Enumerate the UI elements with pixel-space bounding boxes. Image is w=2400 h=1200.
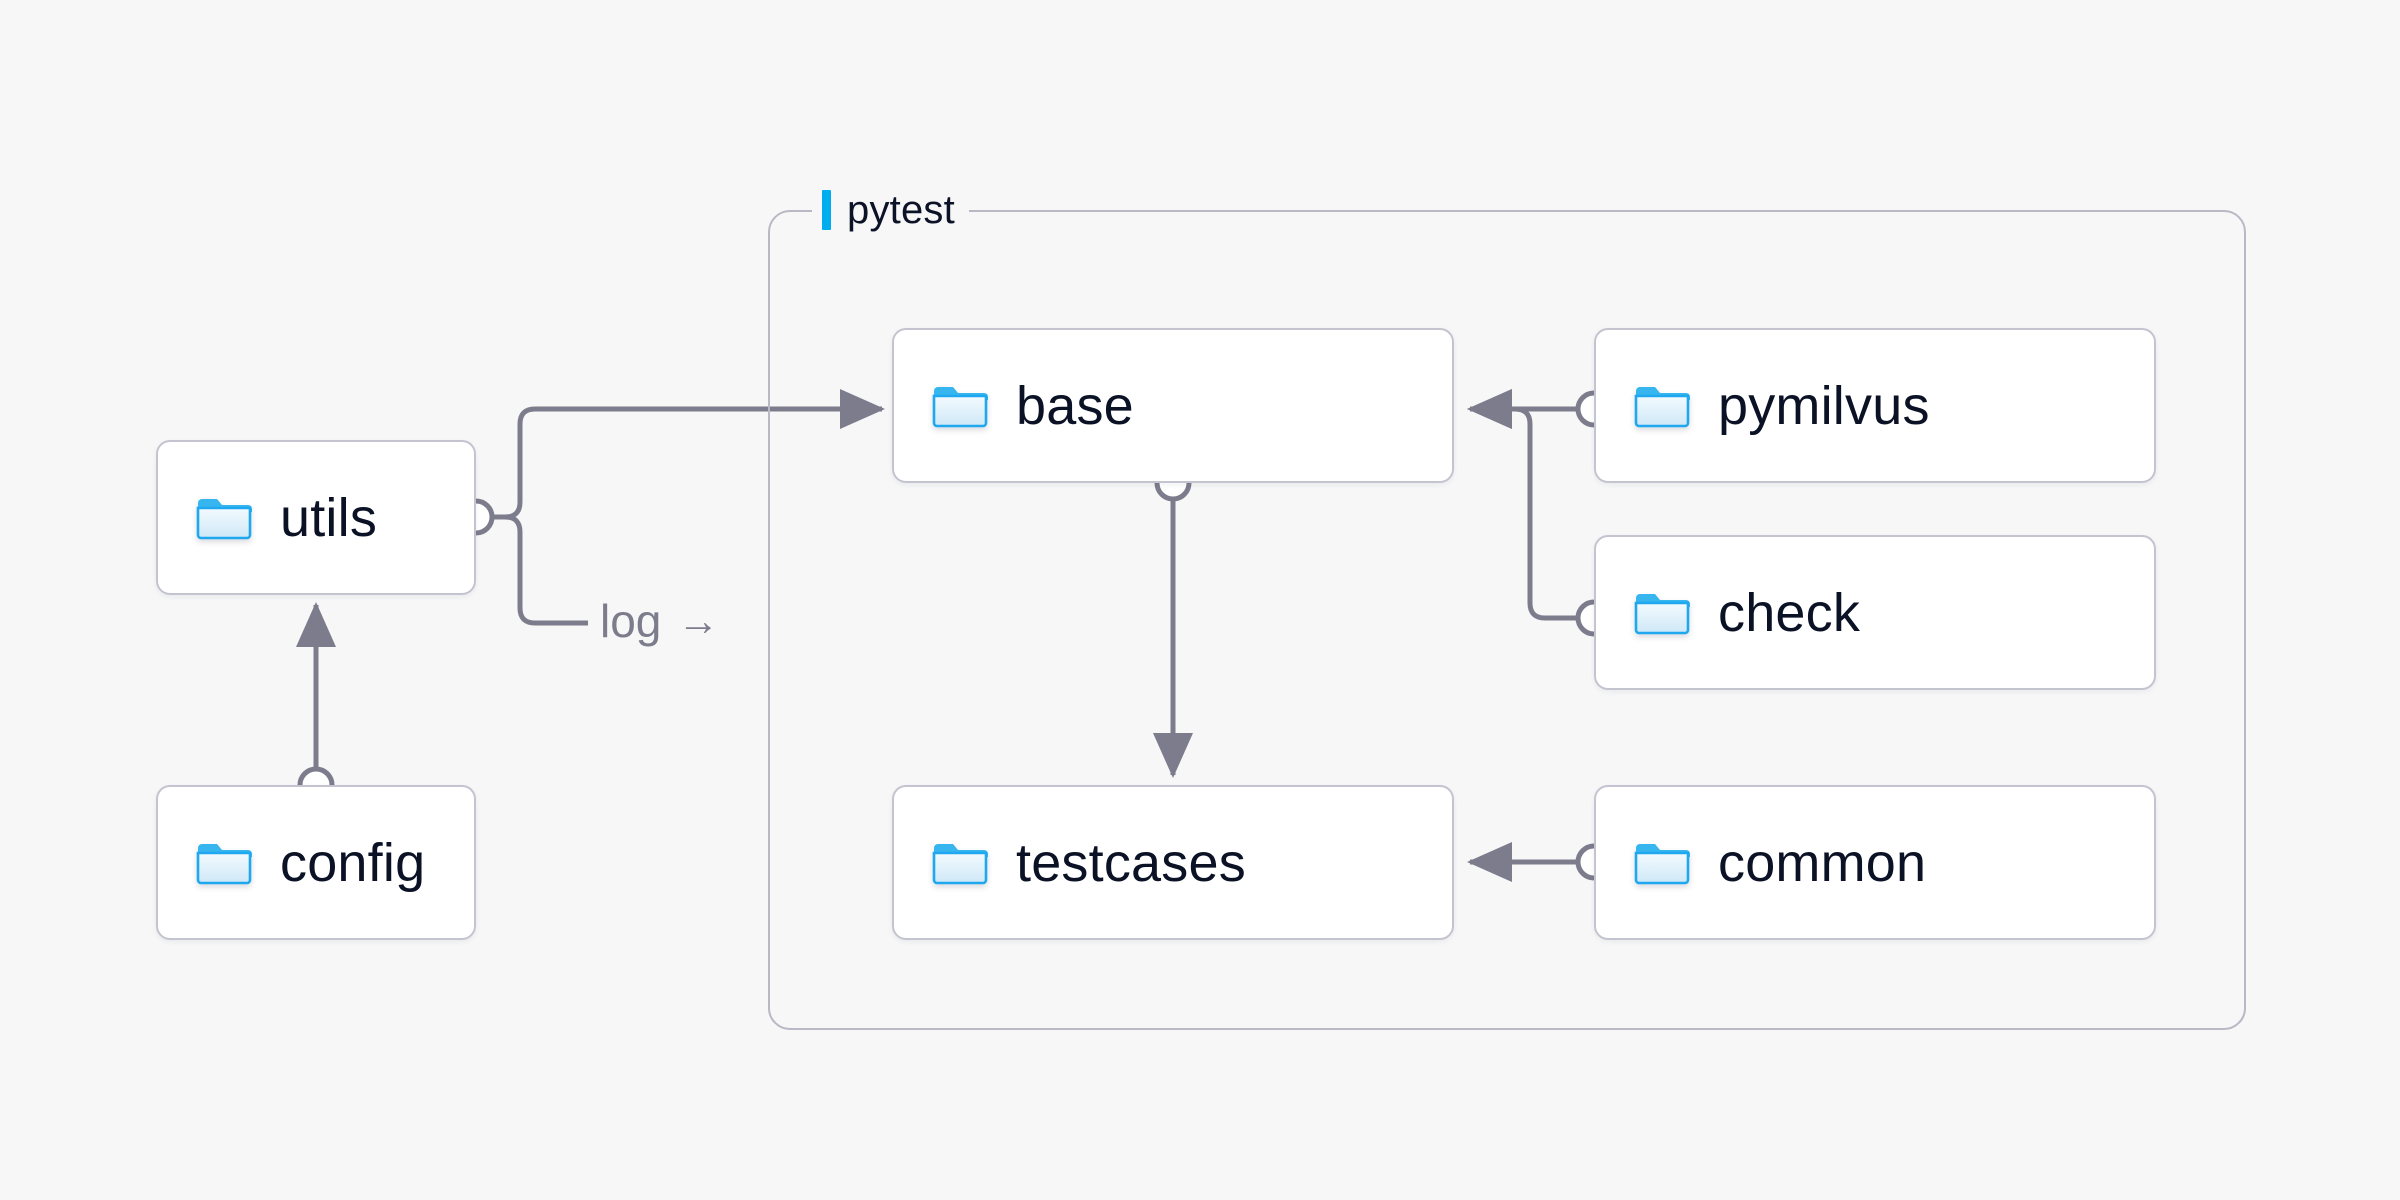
edge-label-log: log → xyxy=(600,598,719,644)
folder-icon xyxy=(1634,843,1690,884)
folder-icon xyxy=(1634,593,1690,634)
node-config[interactable]: config xyxy=(156,785,476,940)
group-pytest[interactable] xyxy=(768,210,2246,1030)
node-pymilvus[interactable]: pymilvus xyxy=(1594,328,2156,483)
folder-icon xyxy=(932,843,988,884)
folder-icon xyxy=(1634,386,1690,427)
node-check[interactable]: check xyxy=(1594,535,2156,690)
folder-icon xyxy=(196,843,252,884)
accent-bar-icon xyxy=(822,190,831,230)
node-label-pymilvus: pymilvus xyxy=(1718,375,1930,436)
node-common[interactable]: common xyxy=(1594,785,2156,940)
group-pytest-label: pytest xyxy=(812,188,969,232)
node-label-check: check xyxy=(1718,582,1861,643)
arrow-right-icon: → xyxy=(677,597,720,644)
node-base[interactable]: base xyxy=(892,328,1454,483)
folder-icon xyxy=(932,386,988,427)
node-label-config: config xyxy=(280,832,426,893)
edge-utils-to-log xyxy=(488,514,588,626)
node-testcases[interactable]: testcases xyxy=(892,785,1454,940)
node-label-utils: utils xyxy=(280,487,378,548)
node-label-common: common xyxy=(1718,832,1927,893)
node-utils[interactable]: utils xyxy=(156,440,476,595)
folder-icon xyxy=(196,498,252,539)
node-label-base: base xyxy=(1016,375,1134,436)
edge-config-to-utils xyxy=(296,601,336,804)
node-label-testcases: testcases xyxy=(1016,832,1246,893)
group-title-text: pytest xyxy=(847,187,955,232)
edge-label-log-text: log xyxy=(600,595,662,647)
